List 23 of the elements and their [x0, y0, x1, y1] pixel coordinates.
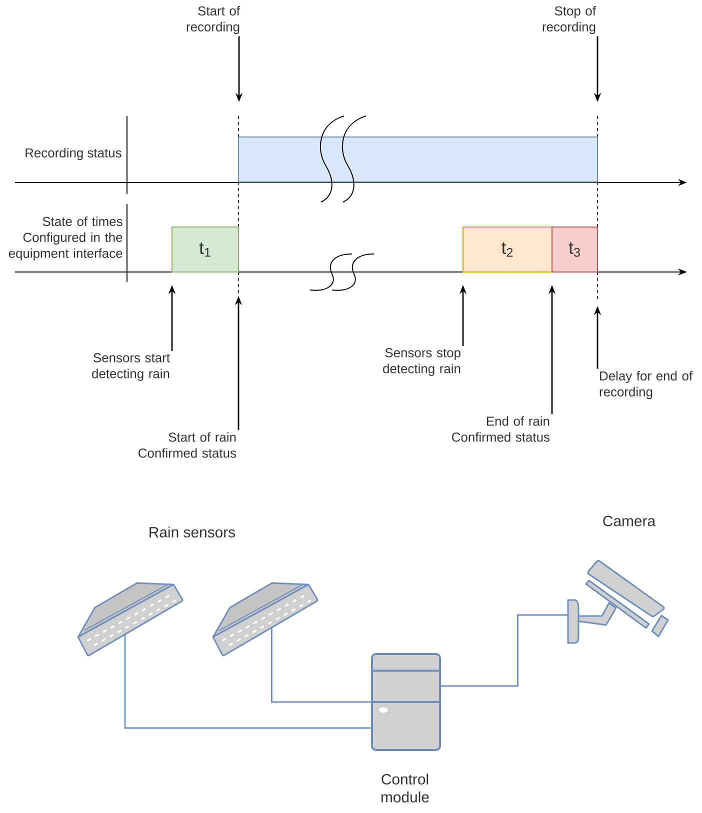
annotation-text: Start of rain Confirmed status	[138, 432, 236, 458]
row-label: Recording status	[26, 148, 122, 160]
time-box: t$_{2}$	[462, 226, 552, 272]
connector-line	[124, 634, 372, 729]
annotation-text: Sensors start detecting rain	[92, 353, 170, 381]
rain-sensor-icon	[212, 582, 318, 656]
connector-line	[440, 614, 568, 687]
rain-sensor-icon	[77, 582, 184, 656]
control-unit-icon	[371, 653, 441, 751]
annotation-text: End of rain Confirmed status	[452, 416, 550, 442]
annotation-text: Sensors stop detecting rain	[383, 348, 460, 376]
recording-bar	[238, 136, 598, 182]
annotation-text: Delay for end of recording	[600, 371, 693, 399]
time-box: t$_{3}$	[552, 226, 598, 272]
device-label: Control module	[381, 774, 429, 802]
row-label: State of times Configured in the equipment interface	[8, 216, 122, 260]
group-label: Rain sensors	[150, 526, 236, 538]
device-label: Camera	[603, 516, 656, 526]
annotation-text: Stop of recording	[542, 6, 596, 34]
annotation-text: Start of recording	[186, 6, 240, 34]
time-box: t$_{1}$	[172, 226, 239, 272]
connector-line	[271, 628, 372, 703]
security-camera-icon	[567, 560, 669, 644]
